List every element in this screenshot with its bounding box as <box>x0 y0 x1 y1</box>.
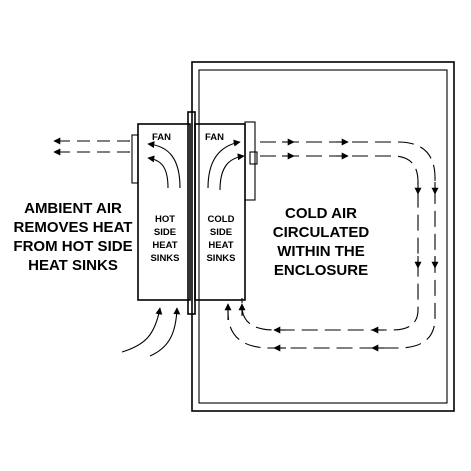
cold-fan-cap <box>249 151 258 165</box>
hot-fan-airflow <box>147 141 181 189</box>
hot-side-label-line: HEAT <box>152 240 177 251</box>
ambient-air-label-line: AMBIENT AIR <box>24 200 122 217</box>
cold-fan-bracket <box>244 121 256 201</box>
cold-side-label: COLD SIDE HEAT SINKS <box>206 214 235 264</box>
ambient-air-label: AMBIENT AIR REMOVES HEAT FROM HOT SIDE H… <box>13 200 132 274</box>
ambient-air-label-line: FROM HOT SIDE <box>13 238 132 255</box>
hot-side-label-line: SIDE <box>154 227 176 238</box>
circulation-outer-loop <box>227 141 436 349</box>
intake-arrow-right <box>149 307 181 357</box>
cold-air-label-line: ENCLOSURE <box>274 262 368 279</box>
cooler-unit <box>131 111 258 315</box>
enclosure-outer-wall <box>191 61 455 412</box>
cold-side-label-line: SINKS <box>206 253 235 264</box>
enclosure-inner-wall <box>198 69 448 404</box>
cold-side-housing <box>194 123 246 301</box>
hot-fan-curl-outer <box>147 141 181 189</box>
cold-side-label-line: HEAT <box>208 240 233 251</box>
hot-side-label-line: SINKS <box>150 253 179 264</box>
cold-side-label-line: COLD <box>208 214 235 225</box>
hot-intake-arrows <box>121 307 181 357</box>
cold-fan-curl-inner <box>219 153 245 191</box>
hot-side-label-line: HOT <box>155 214 175 225</box>
hot-fan-curl-inner <box>147 155 169 189</box>
cold-air-circulation <box>224 138 439 352</box>
fan-label-hot: FAN <box>152 132 171 143</box>
intake-arrow-left <box>121 307 163 353</box>
fan-label-cold: FAN <box>205 132 224 143</box>
cold-air-label: COLD AIR CIRCULATED WITHIN THE ENCLOSURE <box>273 205 370 279</box>
hot-exhaust-arrows <box>53 137 130 156</box>
ambient-air-label-line: HEAT SINKS <box>28 257 118 274</box>
cold-air-label-line: COLD AIR <box>285 205 357 222</box>
hot-fan-bracket <box>131 134 139 184</box>
circulation-inner-loop <box>241 155 419 331</box>
hot-side-housing <box>137 123 191 301</box>
cold-side-label-line: SIDE <box>210 227 232 238</box>
cold-air-label-line: WITHIN THE <box>277 243 365 260</box>
hot-side-label: HOT SIDE HEAT SINKS <box>150 214 179 264</box>
cold-air-label-line: CIRCULATED <box>273 224 370 241</box>
ambient-air-label-line: REMOVES HEAT <box>14 219 133 236</box>
cold-fan-curl-outer <box>207 139 241 189</box>
cold-fan-airflow <box>207 139 245 191</box>
enclosure <box>191 61 455 412</box>
